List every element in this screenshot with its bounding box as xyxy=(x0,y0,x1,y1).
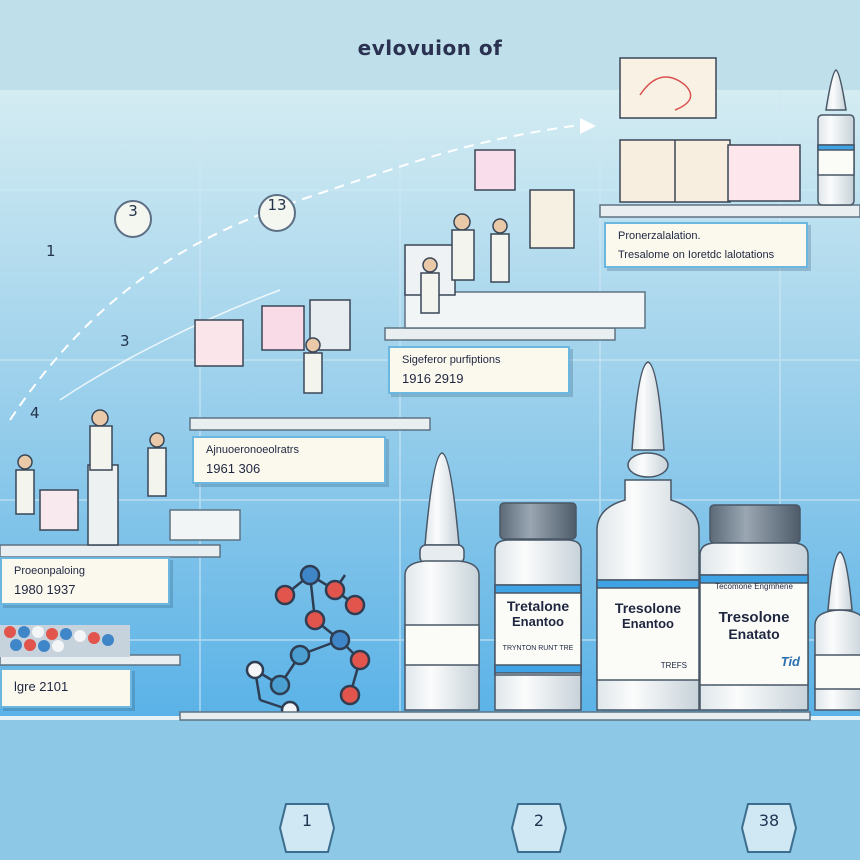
step-label-2: Ajnuoeronoeolratrs 1961 306 xyxy=(192,436,386,484)
vial-1-fineprint: TRYNTON RUNT TRE xyxy=(502,645,574,652)
badge-shapes xyxy=(278,803,798,853)
timeline-number-4: 3 xyxy=(120,332,130,350)
ampoule-2 xyxy=(596,361,700,711)
timeline-number-1: 1 xyxy=(46,242,56,260)
vial-3-label: Tecomone Engmhene Tresolone Enatato Tid xyxy=(700,582,808,669)
bead-pile xyxy=(0,625,130,657)
bottom-label: lgre 2101 xyxy=(0,668,132,708)
vial-3-header: Tecomone Engmhene xyxy=(715,582,793,591)
bottom-label-text: lgre 2101 xyxy=(14,679,69,694)
staircase xyxy=(0,204,860,666)
badge-1: 1 xyxy=(301,811,313,830)
vial-1-name: Tretalone xyxy=(506,598,570,614)
scientist-figures xyxy=(15,213,510,515)
badge-2: 2 xyxy=(533,811,545,830)
vial-2-ester: Enantoo xyxy=(622,616,674,631)
step-label-1-years: 1980 1937 xyxy=(14,582,76,597)
step-label-3: Sigeferor purfiptions 1916 2919 xyxy=(388,346,570,394)
step-label-4: Pronerzalalation. Tresalome on Ioretdc l… xyxy=(604,222,808,268)
vial-3-name: Tresolone xyxy=(718,609,790,626)
vial-shelf xyxy=(179,711,811,721)
timeline-number-3: 13 xyxy=(258,194,296,232)
timeline-arrow xyxy=(9,124,581,421)
step-label-1: Proeonpaloing 1980 1937 xyxy=(0,557,170,605)
vial-3-ester: Enatato xyxy=(728,626,780,642)
vial-3 xyxy=(699,504,809,711)
page-title: evlovuion of xyxy=(357,36,503,60)
step-label-3-years: 1916 2919 xyxy=(402,371,464,386)
step-label-3-title: Sigeferor purfiptions xyxy=(402,354,501,366)
vial-2-name: Tresolone xyxy=(614,600,682,616)
arrow-head-icon xyxy=(580,118,596,134)
molecule-icon xyxy=(245,564,371,720)
timeline-number-5: 4 xyxy=(30,404,40,422)
vial-2-label: Tresolone Enantoo TREFS xyxy=(597,600,699,670)
lab-equipment xyxy=(39,57,801,546)
vial-1-label: Tretalone Enantoo TRYNTON RUNT TRE xyxy=(495,598,581,652)
step-label-2-years: 1961 306 xyxy=(206,461,261,476)
vial-1 xyxy=(494,502,582,711)
step-label-1-title: Proeonpaloing xyxy=(14,565,85,577)
vial-1-ester: Enantoo xyxy=(512,614,564,629)
step-label-4-subtitle: Tresalome on Ioretdc lalotations xyxy=(618,249,775,261)
ampoule-4 xyxy=(817,69,855,206)
vial-2-fineprint: TREFS xyxy=(660,661,687,670)
timeline-number-2: 3 xyxy=(114,200,152,238)
vial-3-mark: Tid xyxy=(780,654,800,669)
ampoule-3 xyxy=(814,551,860,711)
ampoule-1 xyxy=(404,452,480,711)
step-label-2-title: Ajnuoeronoeolratrs xyxy=(206,444,299,456)
step-label-4-title: Pronerzalalation. xyxy=(618,230,701,242)
badge-3: 38 xyxy=(758,811,780,830)
floor-band xyxy=(0,720,860,860)
